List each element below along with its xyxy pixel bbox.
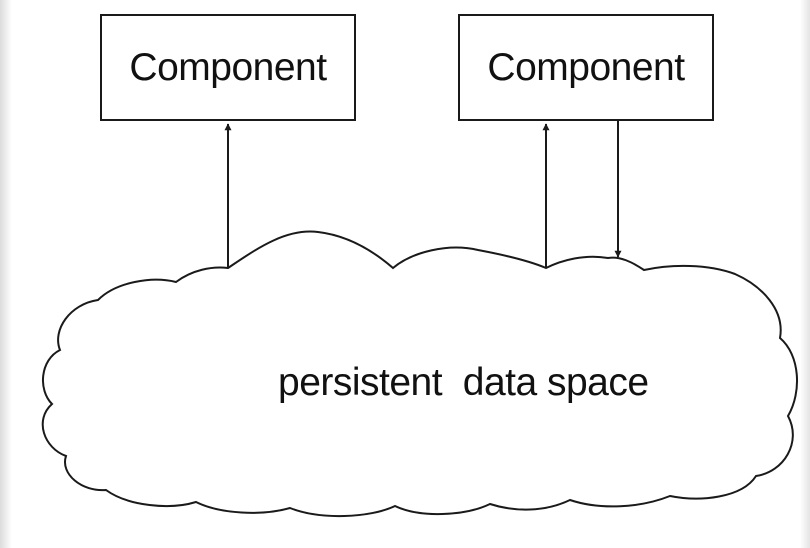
data-space-label: persistent data space bbox=[278, 361, 649, 404]
right-shadow-edge bbox=[800, 0, 810, 548]
component-label-right: Component bbox=[487, 45, 685, 89]
component-label-left: Component bbox=[129, 45, 327, 89]
component-box-right: Component bbox=[458, 14, 714, 121]
left-shadow-edge bbox=[0, 0, 12, 548]
component-box-left: Component bbox=[100, 14, 356, 121]
data-space-cloud bbox=[41, 230, 798, 518]
